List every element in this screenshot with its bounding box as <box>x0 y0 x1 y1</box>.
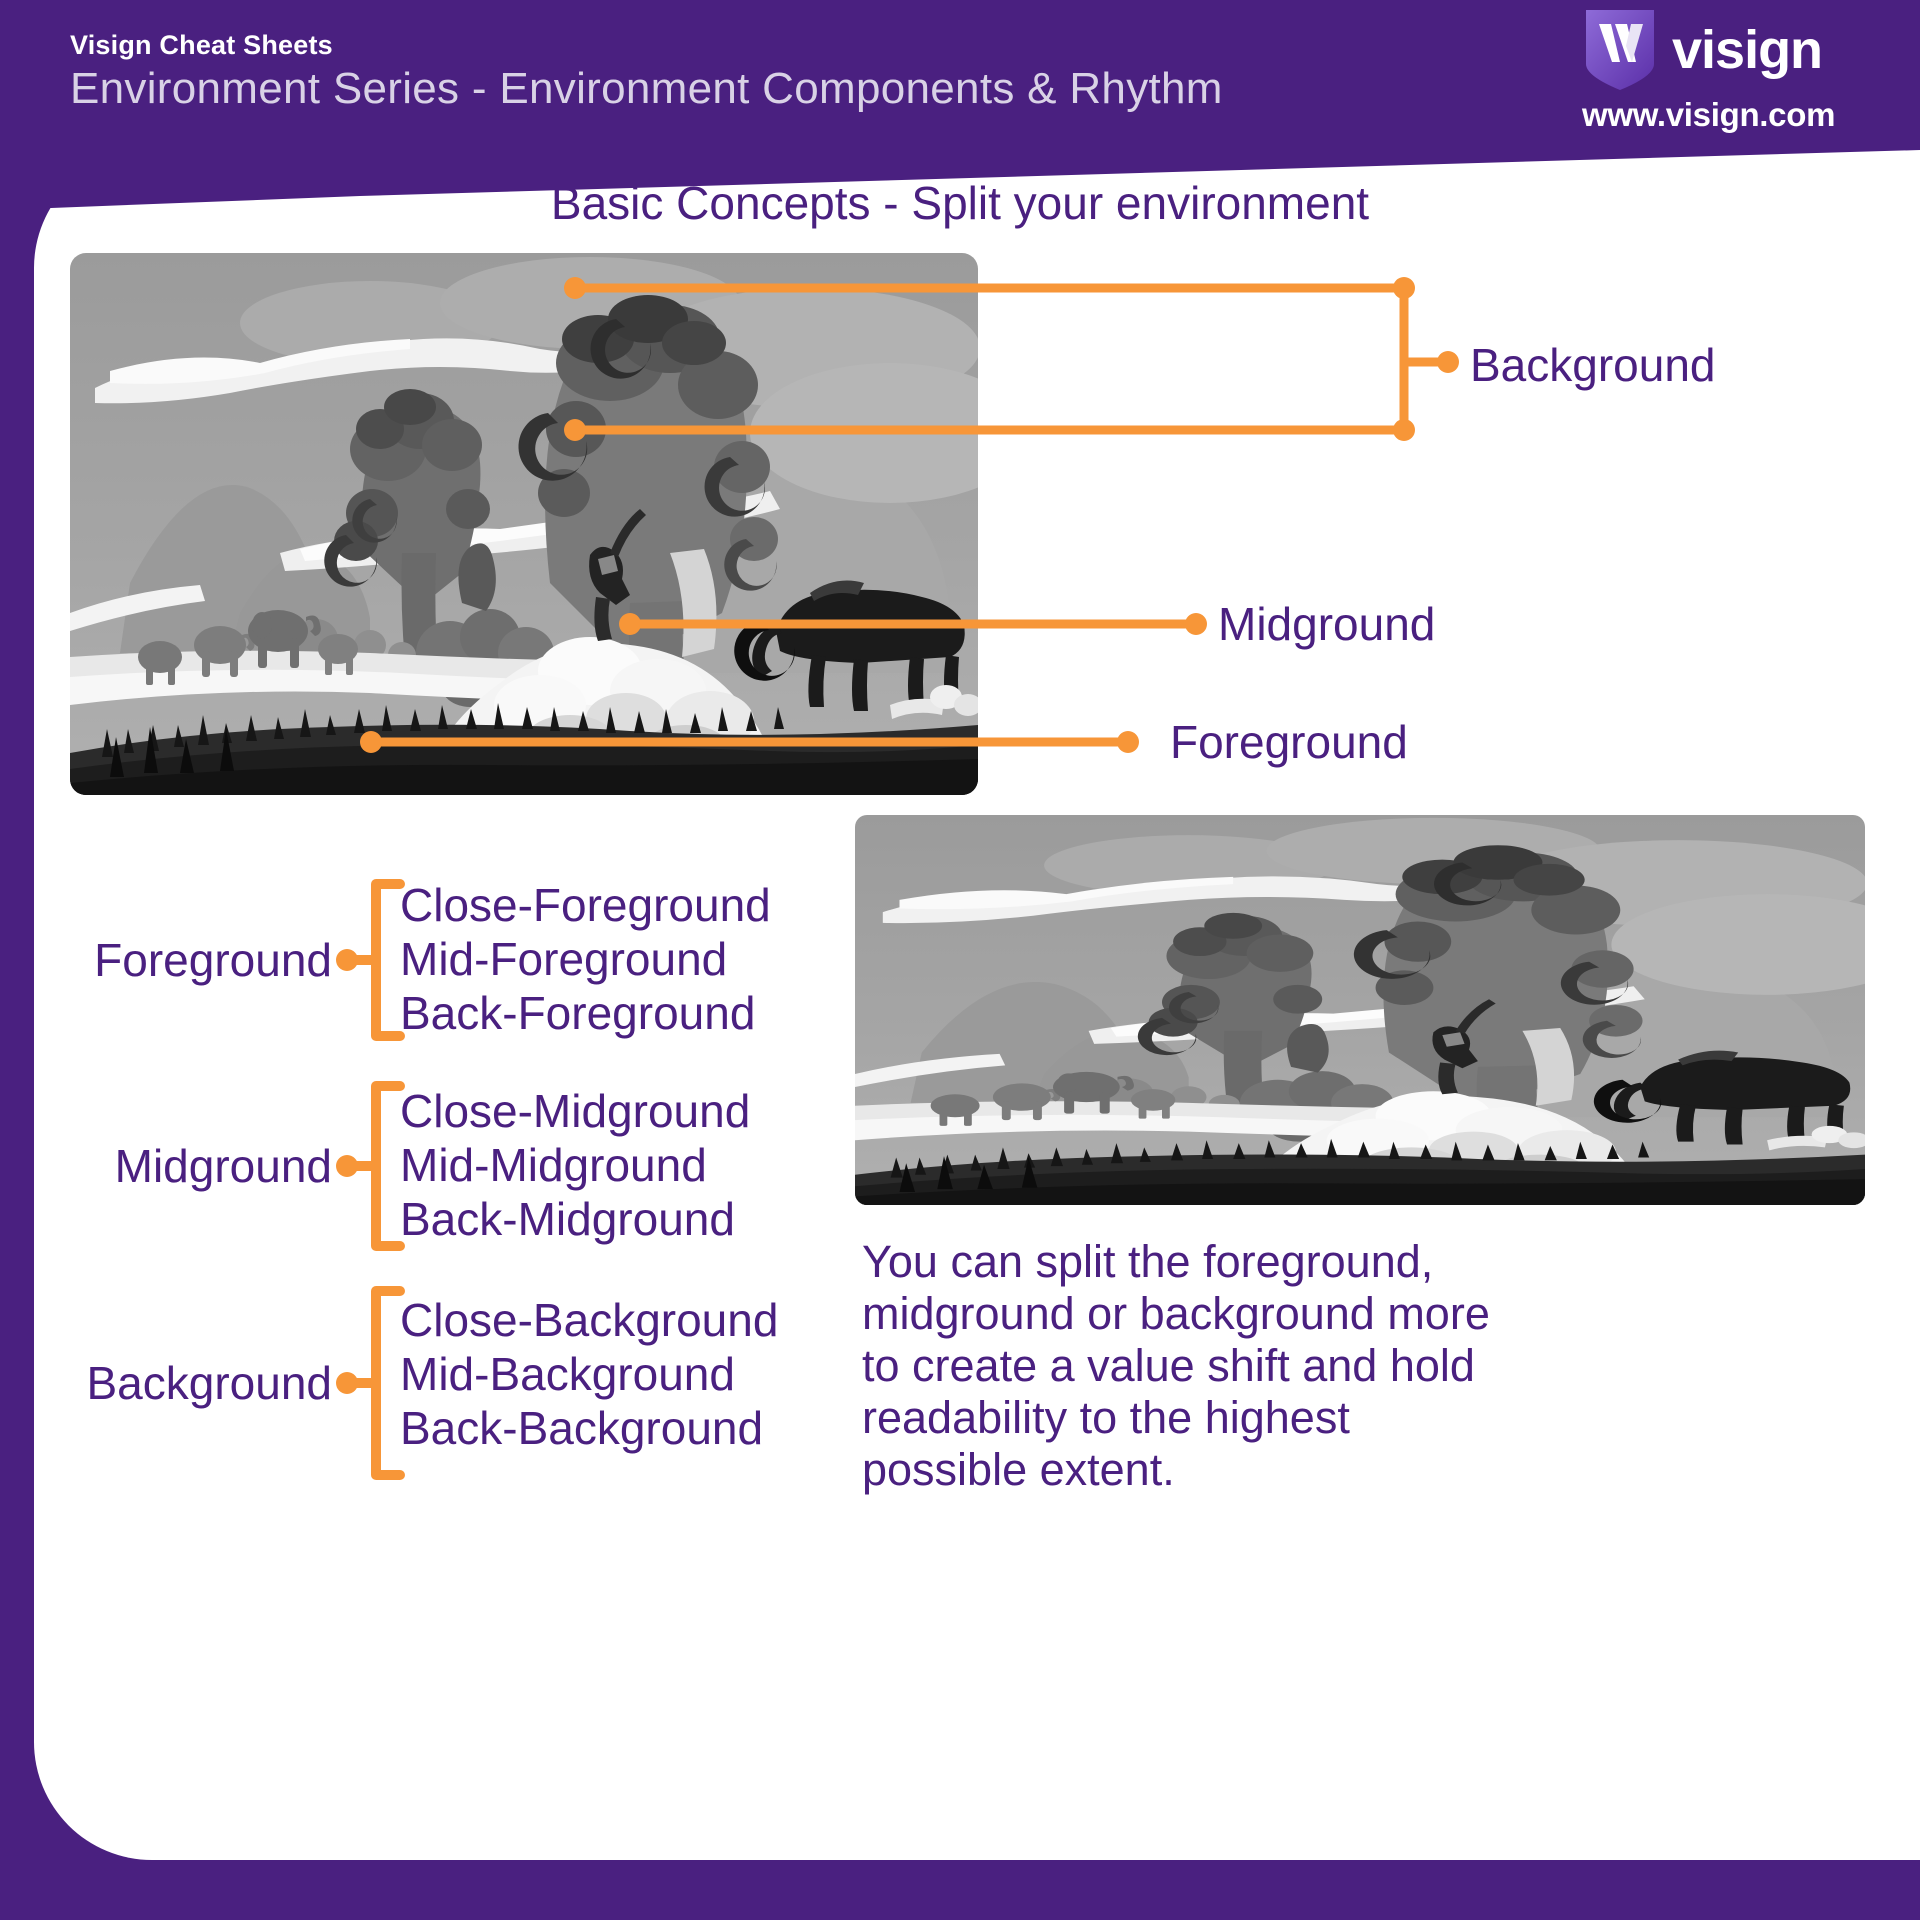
list-item: Close-Background <box>400 1294 779 1346</box>
group-title-midground: Midground <box>114 1140 332 1192</box>
list-item: Close-Midground <box>400 1085 751 1137</box>
list-item: Mid-Midground <box>400 1139 707 1191</box>
group-items-foreground: Close-Foreground Mid-Foreground Back-For… <box>400 878 771 1040</box>
list-item: Back-Background <box>400 1402 764 1454</box>
brand-line: Visign Cheat Sheets <box>70 30 333 60</box>
list-item: Back-Midground <box>400 1193 735 1245</box>
logo-wordmark: visign <box>1672 20 1823 80</box>
label-midground: Midground <box>1218 598 1436 650</box>
group-items-background: Close-Background Mid-Background Back-Bac… <box>400 1293 778 1455</box>
caption-text: You can split the foreground, midground … <box>862 1236 1490 1495</box>
group-title-foreground: Foreground <box>94 934 332 986</box>
logo-url: www.visign.com <box>1582 96 1836 133</box>
main-environment-artwork <box>70 253 978 795</box>
logo-block[interactable]: visign www.visign.com <box>1582 8 1902 138</box>
thumbnail-environment-artwork <box>855 815 1865 1205</box>
shield-w-logo-icon <box>1582 6 1658 94</box>
list-item: Mid-Foreground <box>400 933 728 985</box>
group-title-background: Background <box>86 1357 333 1409</box>
logo-row: visign <box>1582 6 1823 94</box>
group-items-midground: Close-Midground Mid-Midground Back-Midgr… <box>400 1084 750 1246</box>
series-title: Environment Series - Environment Compone… <box>70 64 1223 113</box>
list-item: Back-Foreground <box>400 987 756 1039</box>
label-background: Background <box>1470 339 1716 391</box>
list-item: Mid-Background <box>400 1348 735 1400</box>
page-title: Basic Concepts - Split your environment <box>550 177 1370 229</box>
page-header: Visign Cheat Sheets Environment Series -… <box>0 0 1920 150</box>
list-item: Close-Foreground <box>400 879 771 931</box>
label-foreground: Foreground <box>1170 716 1408 768</box>
